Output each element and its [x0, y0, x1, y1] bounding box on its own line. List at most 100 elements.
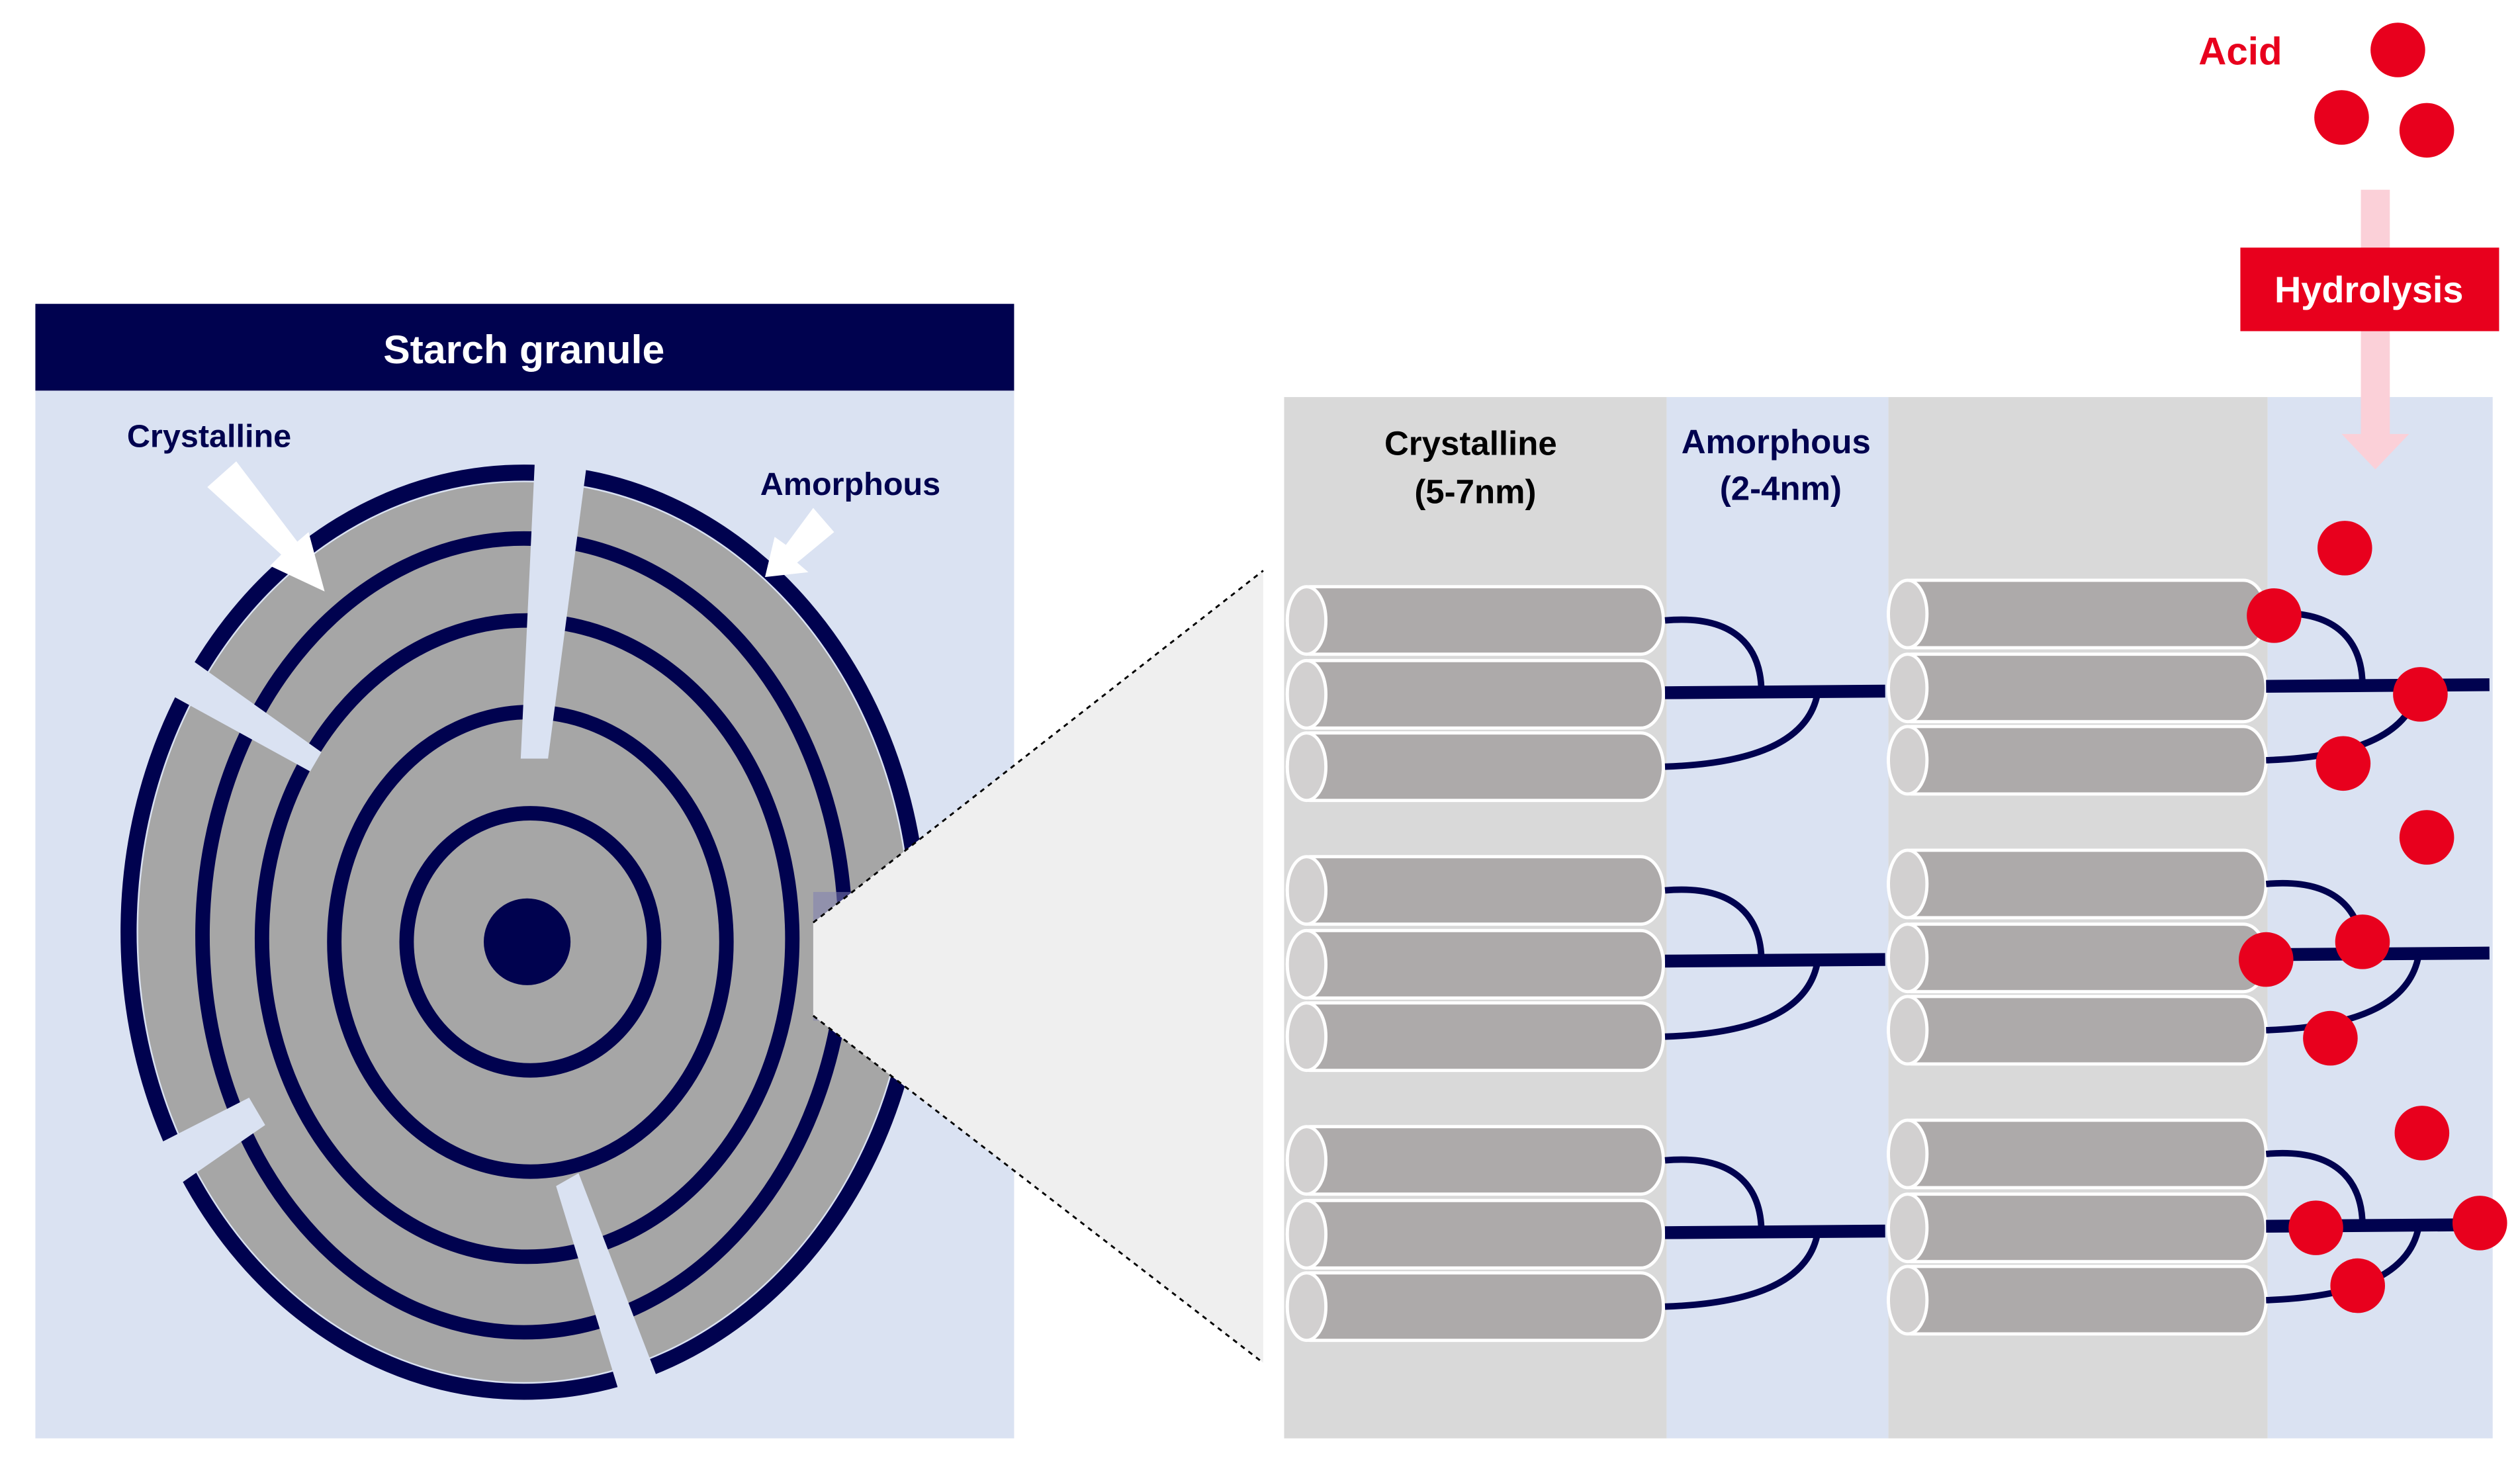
stack-2-right-cylinder-3-end-cap — [1887, 995, 1929, 1066]
lamellae-stacks — [1285, 578, 2490, 1343]
stack-1-right-cylinder-2 — [1887, 652, 2268, 724]
stack-2-right-cylinder-3-body — [1887, 995, 2268, 1066]
radial-channel-lower-left — [144, 1097, 265, 1198]
acid-molecule-inside-7 — [2239, 932, 2294, 987]
acid-molecule-inside-1 — [2318, 521, 2372, 576]
zoom-crystalline-label: Crystalline (5-7nm) — [1384, 425, 1566, 511]
growth-ring-5 — [399, 806, 662, 1078]
stack-3-right-cylinder-2-body — [1887, 1192, 2268, 1264]
stack-2-right-cylinder-1-body — [1887, 848, 2268, 920]
stack-2-left-chain-lower — [1664, 960, 1821, 1040]
stack-3-left-cylinder-3-body — [1285, 1271, 1665, 1343]
stack-3-left-chain-lower — [1664, 1232, 1821, 1310]
acid-molecule-inside-12 — [2330, 1258, 2385, 1313]
stack-2-left-cylinder-1-end-cap — [1285, 855, 1328, 926]
stack-1-left-cylinder-3 — [1285, 731, 1665, 803]
radial-channel-upper-left — [163, 649, 322, 772]
acid-molecule-inside-11 — [2452, 1196, 2507, 1251]
stack-2-right-cylinder-1-end-cap — [1887, 848, 1929, 920]
acid-molecule-inside-2 — [2247, 588, 2302, 643]
stack-2-left-cylinder-2 — [1285, 928, 1665, 1000]
acid-molecule-left — [2314, 90, 2369, 145]
granule-panel: Starch granule Crystalline Amorphous — [35, 304, 1014, 1439]
acid-label: Acid — [2198, 30, 2282, 73]
stack-3-left-cylinder-1-end-cap — [1285, 1125, 1328, 1196]
acid-molecule-inside-5 — [2399, 810, 2454, 865]
stack-1-right-cylinder-2-end-cap — [1887, 652, 1929, 724]
stack-2-right-chain-lower — [2266, 953, 2422, 1034]
stack-1-right-cylinder-3-body — [1887, 725, 2268, 796]
zoom-line-top — [812, 570, 1264, 924]
stack-2-right-cylinder-2-end-cap — [1887, 922, 1929, 994]
acid-molecule-inside-10 — [2288, 1200, 2343, 1255]
granule-title-bar — [35, 304, 1014, 391]
stack-2-right-cylinder-2 — [1887, 922, 2268, 994]
stack-3-left-cylinder-2 — [1285, 1198, 1665, 1270]
stack-1-left-cylinder-1-body — [1285, 585, 1665, 656]
hydrolysis-label: Hydrolysis — [2274, 269, 2464, 310]
stack-3-right-cylinder-1-body — [1887, 1118, 2268, 1190]
stack-2-left-cylinder-1 — [1285, 855, 1665, 926]
stack-1-left-cylinder-1-end-cap — [1285, 585, 1328, 656]
stack-3-right-cylinder-1 — [1887, 1118, 2268, 1190]
stack-3-left-cylinder-2-body — [1285, 1198, 1665, 1270]
crystalline-arrow-icon — [207, 461, 325, 592]
growth-ring-3 — [254, 613, 800, 1264]
stack-1-left-chain-upper — [1664, 616, 1765, 693]
stack-1-right-cylinder-1-end-cap — [1887, 578, 1929, 650]
stack-2-right-cylinder-2-body — [1887, 922, 2268, 994]
stack-3-right-cylinder-2-end-cap — [1887, 1192, 1929, 1264]
stack-3-left-cylinder-3-end-cap — [1285, 1271, 1328, 1343]
stack-2-left-cylinder-3 — [1285, 1001, 1665, 1073]
granule-hilum — [484, 898, 571, 985]
stack-1-right-cylinder-3 — [1887, 725, 2268, 796]
stack-1-right-cylinder-1-body — [1887, 578, 2268, 650]
acid-molecule-top — [2370, 22, 2425, 77]
zoom-crystalline-label-line2: (5-7nm) — [1414, 472, 1536, 510]
stack-2-left-cylinder-3-end-cap — [1285, 1001, 1328, 1073]
stack-1-right-cylinder-1 — [1887, 578, 2268, 650]
stack-3-left-cylinder-3 — [1285, 1271, 1665, 1343]
stack-2-left-cylinder-1-body — [1285, 855, 1665, 926]
stack-3-left-chain-upper — [1664, 1156, 1765, 1233]
granule-title: Starch granule — [383, 327, 664, 372]
stack-2-right-cylinder-1 — [1887, 848, 2268, 920]
stack-3-left-cylinder-2-end-cap — [1285, 1198, 1328, 1270]
stack-1-left-cylinder-1 — [1285, 585, 1665, 656]
radial-channel-bottom — [556, 1173, 659, 1401]
acid-molecule-inside-4 — [2316, 736, 2371, 791]
zoom-amorphous-label-line1: Amorphous — [1682, 423, 1871, 461]
stack-3-right-cylinder-3 — [1887, 1264, 2268, 1336]
radial-channel-top — [520, 453, 588, 759]
stack-3-right-chain-upper — [2265, 1149, 2366, 1227]
acid-molecule-right — [2399, 103, 2454, 158]
stack-1-left-cylinder-2 — [1285, 658, 1665, 730]
stack-3-left-cylinder-1 — [1285, 1125, 1665, 1196]
acid-molecule-inside-9 — [2394, 1106, 2450, 1161]
hydrolysis-badge — [2240, 247, 2499, 332]
amorphous-band-1 — [1666, 397, 1889, 1439]
acid-molecules-inside — [2239, 521, 2507, 1313]
stack-3-left-chain-main — [1664, 1224, 1885, 1239]
amorphous-band-2 — [2267, 397, 2493, 1439]
zoom-connector — [812, 570, 1264, 1364]
stack-1-left-cylinder-3-body — [1285, 731, 1665, 803]
stack-1-right-chain-main — [2266, 678, 2490, 693]
acid-group: Acid Hydrolysis — [2198, 22, 2499, 470]
stack-2-left-cylinder-2-end-cap — [1285, 928, 1328, 1000]
stack-3-right-cylinder-1-end-cap — [1887, 1118, 1929, 1190]
amorphous-arrow-icon — [765, 508, 834, 578]
granule-amorphous-label: Amorphous — [760, 466, 940, 502]
acid-molecule-inside-8 — [2303, 1010, 2358, 1066]
stack-2-right-cylinder-3 — [1887, 995, 2268, 1066]
stack-2-left-cylinder-3-body — [1285, 1001, 1665, 1073]
stack-1-left-cylinder-2-end-cap — [1285, 658, 1328, 730]
stack-2-left-chain-main — [1664, 953, 1885, 968]
acid-molecule-inside-3 — [2393, 667, 2448, 722]
stack-1-left-chain-lower — [1664, 692, 1821, 770]
zoom-amorphous-label-line2: (2-4nm) — [1720, 470, 1842, 508]
zoom-panel: Crystalline (5-7nm) Amorphous (2-4nm) — [1284, 397, 2507, 1439]
stack-1-right-cylinder-2-body — [1887, 652, 2268, 724]
zoom-crystalline-label-line1: Crystalline — [1384, 425, 1557, 463]
